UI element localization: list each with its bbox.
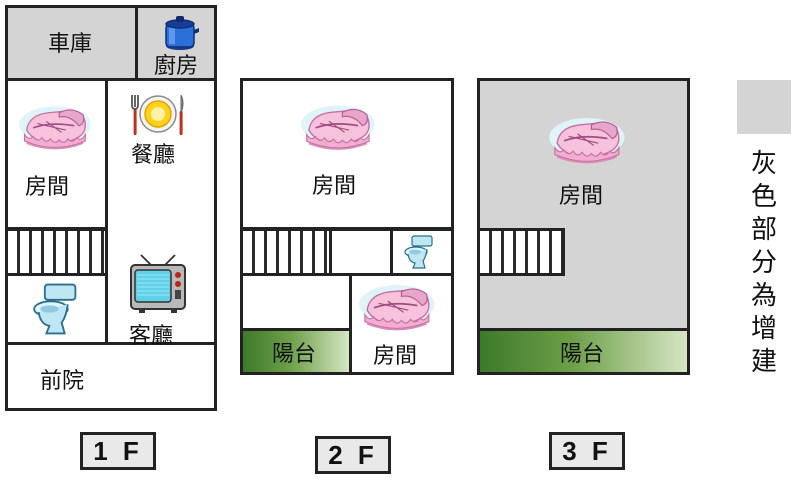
legend-char: 灰	[750, 149, 777, 179]
dining-label: 餐廳	[131, 143, 176, 168]
stairs-2f	[240, 228, 332, 276]
toilet-icon	[33, 283, 77, 335]
cradle-icon	[18, 105, 92, 150]
legend-char: 增	[750, 314, 777, 344]
cradle-icon	[358, 284, 436, 331]
cradle-icon	[548, 117, 626, 164]
bedroom-bottom-label-2f: 房間	[373, 344, 418, 369]
legend-char: 分	[750, 248, 777, 278]
front-yard-area	[5, 342, 217, 411]
bedroom-label-3f: 房間	[559, 184, 604, 209]
living-label: 客廳	[129, 324, 174, 349]
balcony-label-3f: 陽台	[560, 342, 605, 367]
balcony-2f	[240, 328, 352, 375]
legend-char: 部	[750, 215, 777, 245]
garage-room	[5, 5, 138, 81]
hall-2f	[329, 228, 393, 276]
stairs-1f	[5, 228, 108, 276]
balcony-label-2f: 陽台	[272, 342, 317, 367]
balcony-3f	[477, 328, 690, 375]
cooking-pot-icon	[165, 16, 199, 50]
floor-badge-1f: 1 F	[80, 432, 156, 470]
legend-swatch	[737, 80, 791, 134]
garage-label: 車庫	[48, 32, 93, 57]
bedroom-top-label-2f: 房間	[312, 174, 357, 199]
legend-char: 為	[750, 281, 777, 311]
bedroom-label-1f: 房間	[25, 175, 70, 200]
floor-badge-2f: 2 F	[315, 436, 391, 474]
toilet-icon	[404, 235, 433, 269]
legend-char: 建	[750, 347, 777, 377]
cradle-icon	[300, 104, 376, 150]
legend-char: 色	[750, 182, 777, 212]
kitchen-label: 廚房	[154, 54, 199, 79]
dining-living-room	[105, 78, 217, 375]
legend-text: 灰 色 部 分 為 增 建	[744, 148, 784, 379]
bedroom-bottom-room-2f	[349, 273, 454, 375]
floor-badge-3f: 3 F	[549, 432, 625, 470]
stairs-3f	[477, 228, 565, 276]
dining-plate-icon	[131, 94, 184, 135]
front-yard-label: 前院	[40, 369, 85, 394]
television-icon	[130, 254, 186, 313]
